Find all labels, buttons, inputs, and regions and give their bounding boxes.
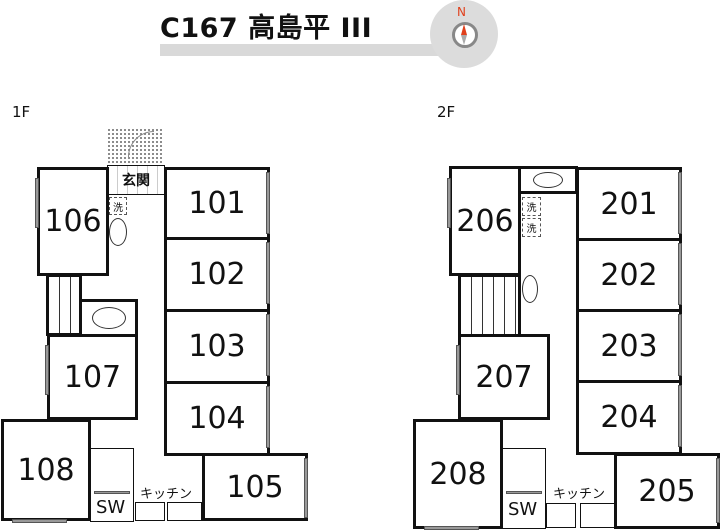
- window: [266, 314, 270, 376]
- storage-sw-2f: SW: [502, 448, 546, 529]
- window: [12, 519, 67, 523]
- room-208[interactable]: 208: [413, 419, 503, 529]
- stairs-2f: [458, 274, 521, 337]
- washbasin-2f: [522, 275, 538, 303]
- laundry-1f: 洗: [109, 197, 127, 215]
- kitchen-sink-1f: [167, 502, 202, 521]
- window: [266, 172, 270, 234]
- room-106[interactable]: 106: [37, 167, 109, 276]
- room-201[interactable]: 201: [576, 167, 682, 241]
- toilet-1f: [79, 299, 138, 337]
- storage-sw-label: SW: [508, 499, 538, 520]
- room-104[interactable]: 104: [164, 381, 270, 456]
- room-202[interactable]: 202: [576, 238, 682, 312]
- stove-1f: [135, 502, 165, 521]
- storage-sw-label: SW: [96, 497, 126, 518]
- room-103[interactable]: 103: [164, 309, 270, 384]
- room-107[interactable]: 107: [47, 334, 138, 420]
- storage-sw-1f: SW: [90, 448, 134, 522]
- washbasin-1f: [109, 218, 127, 246]
- room-205[interactable]: 205: [614, 453, 720, 529]
- window: [678, 172, 682, 234]
- kitchen-label-1f: キッチン: [140, 487, 193, 502]
- room-203[interactable]: 203: [576, 309, 682, 383]
- toilet-2f: [518, 166, 578, 194]
- laundry-2f-a: 洗: [522, 197, 541, 216]
- room-102[interactable]: 102: [164, 237, 270, 312]
- stove-2f: [546, 503, 576, 528]
- room-207[interactable]: 207: [458, 334, 550, 420]
- kitchen-label-2f: キッチン: [553, 487, 606, 502]
- room-204[interactable]: 204: [576, 380, 682, 455]
- room-105[interactable]: 105: [202, 453, 308, 521]
- title-underline: [160, 44, 450, 56]
- window: [456, 345, 460, 395]
- window: [35, 178, 39, 228]
- floor-label-1f: 1F: [12, 103, 31, 121]
- window: [45, 345, 49, 395]
- window: [266, 386, 270, 448]
- window: [447, 178, 451, 228]
- building-title: C167 高島平 III: [160, 13, 373, 44]
- window: [266, 242, 270, 304]
- window: [716, 458, 720, 523]
- window: [678, 243, 682, 305]
- entrance-genkan: 玄関: [107, 165, 165, 195]
- floor-label-2f: 2F: [437, 103, 456, 121]
- window: [304, 458, 308, 518]
- compass-north-label: N: [457, 5, 466, 19]
- window: [424, 526, 479, 530]
- window: [678, 385, 682, 447]
- room-108[interactable]: 108: [1, 419, 91, 521]
- laundry-2f-b: 洗: [522, 218, 541, 237]
- room-101[interactable]: 101: [164, 167, 270, 240]
- stairs-1f: [46, 274, 82, 336]
- kitchen-sink-2f: [580, 503, 615, 528]
- window: [678, 314, 682, 376]
- compass-icon: N: [430, 0, 498, 68]
- room-206[interactable]: 206: [449, 166, 521, 276]
